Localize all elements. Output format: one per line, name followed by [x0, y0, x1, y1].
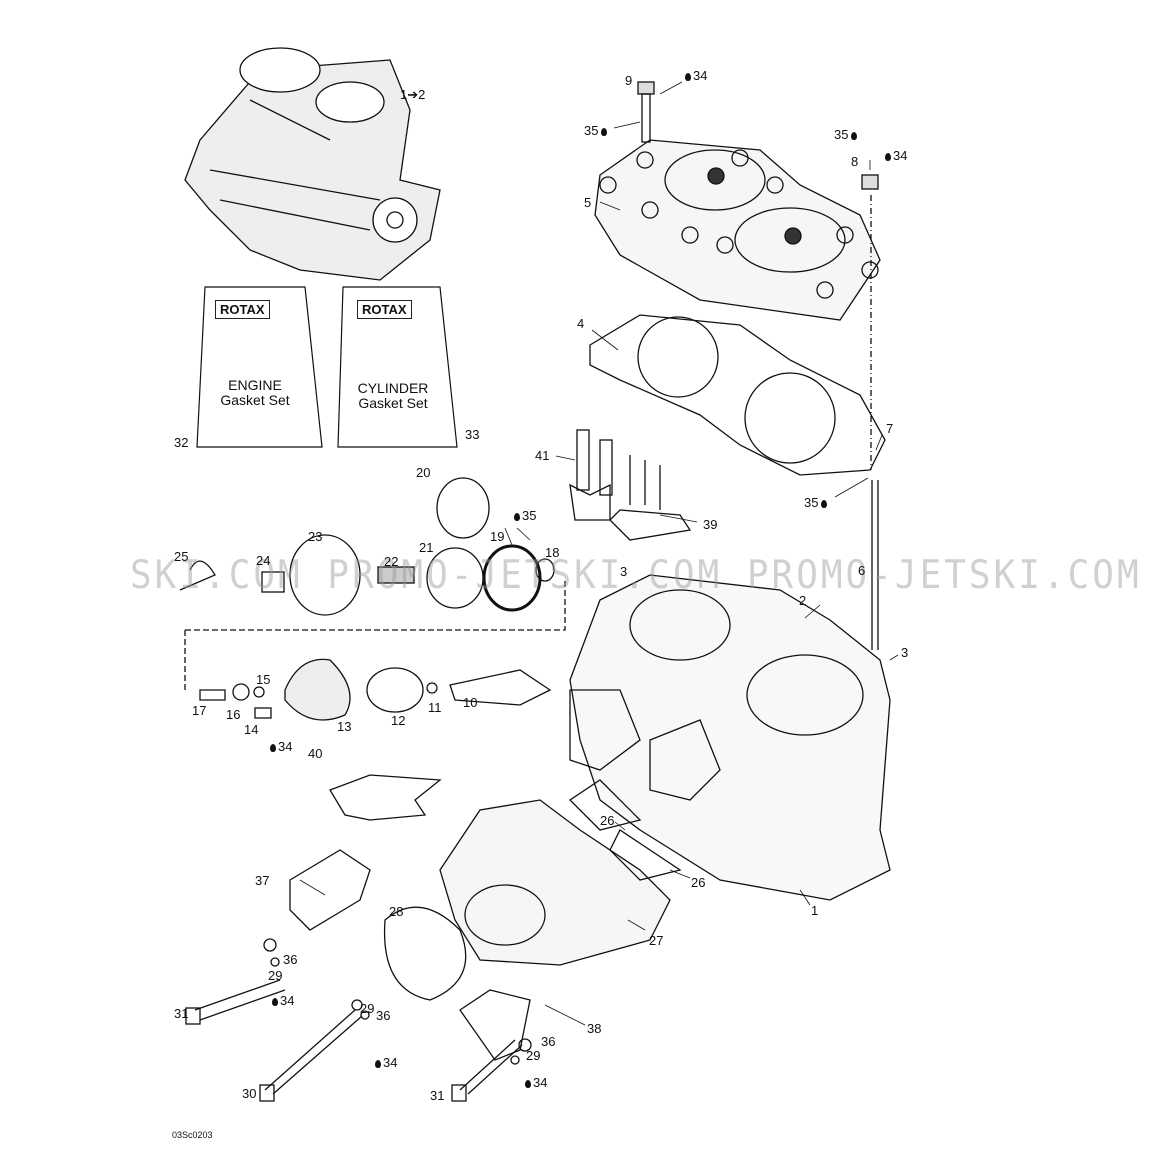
callout: 35: [804, 496, 827, 510]
callout: 18: [545, 545, 560, 560]
callout: 19: [490, 529, 505, 544]
reed-valve: [569, 429, 692, 541]
bolt-and-nut: [637, 81, 879, 470]
callout: 25: [174, 549, 189, 564]
callout: 29: [526, 1048, 541, 1063]
kit-subtitle: Gasket Set: [220, 392, 290, 408]
callout: 39: [703, 517, 718, 532]
callout: 31: [174, 1006, 189, 1021]
callout: 30: [242, 1086, 257, 1101]
callout: 34: [268, 740, 292, 754]
callout: 5: [584, 195, 592, 210]
callout: 26: [600, 813, 615, 828]
callout: 24: [256, 553, 271, 568]
callout: 13: [337, 719, 352, 734]
head-gasket: [589, 314, 886, 476]
callout: 26: [691, 875, 706, 890]
callout: 9: [625, 73, 633, 88]
callout: 40: [308, 746, 323, 761]
cylinder-head: [594, 139, 881, 321]
diagram-code: 03Sc0203: [172, 1130, 213, 1140]
callout: 14: [244, 722, 259, 737]
callout: 31: [430, 1088, 445, 1103]
callout: 36: [541, 1034, 556, 1049]
callout: 22: [384, 554, 399, 569]
callout: 17: [192, 703, 207, 718]
callout: 41: [535, 448, 550, 463]
brackets-and-bolts: [185, 849, 532, 1102]
rotax-logo: ROTAX: [357, 300, 412, 319]
callout: 8: [851, 154, 859, 169]
rotax-logo: ROTAX: [215, 300, 270, 319]
intake-manifold: [383, 779, 682, 1001]
callout: 3: [620, 564, 628, 579]
gasket-40: [329, 774, 442, 821]
callout: 20: [416, 465, 431, 480]
callout: 34: [883, 149, 907, 163]
callout: 29: [360, 1001, 375, 1016]
callout: 16: [226, 707, 241, 722]
callout: 11: [428, 700, 442, 715]
callout: 35: [584, 124, 607, 138]
callout: 34: [270, 994, 294, 1008]
callout: 12: [391, 713, 406, 728]
callout: 27: [649, 933, 664, 948]
leader-lines: [299, 81, 899, 1026]
callout: 36: [283, 952, 298, 967]
kit-title: CYLINDER: [357, 380, 429, 396]
kit-title: ENGINE: [228, 377, 282, 393]
callout: 7: [886, 421, 894, 436]
callout: 3: [901, 645, 909, 660]
callout: 4: [577, 316, 585, 331]
callout: 23: [308, 529, 323, 544]
callout: 37: [255, 873, 270, 888]
callout: 34: [683, 69, 707, 83]
callout: 10: [463, 695, 478, 710]
watermark: SKI.COM PROMO-JETSKI.COM PROMO-JETSKI.CO…: [130, 552, 1142, 599]
callout: 1➔2: [400, 87, 426, 102]
callout: 15: [256, 672, 271, 687]
callout: 2: [799, 593, 807, 608]
pump-parts: [179, 477, 566, 721]
callout: 1: [811, 903, 819, 918]
callout: 29: [268, 968, 283, 983]
callout: 21: [419, 540, 434, 555]
callout: 28: [389, 904, 404, 919]
callout: 35: [834, 128, 857, 142]
stud: [871, 480, 879, 650]
callout: 33: [465, 427, 480, 442]
callout: 35: [512, 509, 536, 523]
engine-assembly: [184, 47, 441, 281]
callout: 34: [373, 1056, 397, 1070]
callout: 32: [174, 435, 189, 450]
callout: 36: [376, 1008, 391, 1023]
callout: 6: [858, 563, 866, 578]
kit-subtitle: Gasket Set: [358, 395, 428, 411]
callout: 38: [587, 1021, 602, 1036]
cylinder-block: [569, 574, 891, 901]
callout: 34: [523, 1076, 547, 1090]
